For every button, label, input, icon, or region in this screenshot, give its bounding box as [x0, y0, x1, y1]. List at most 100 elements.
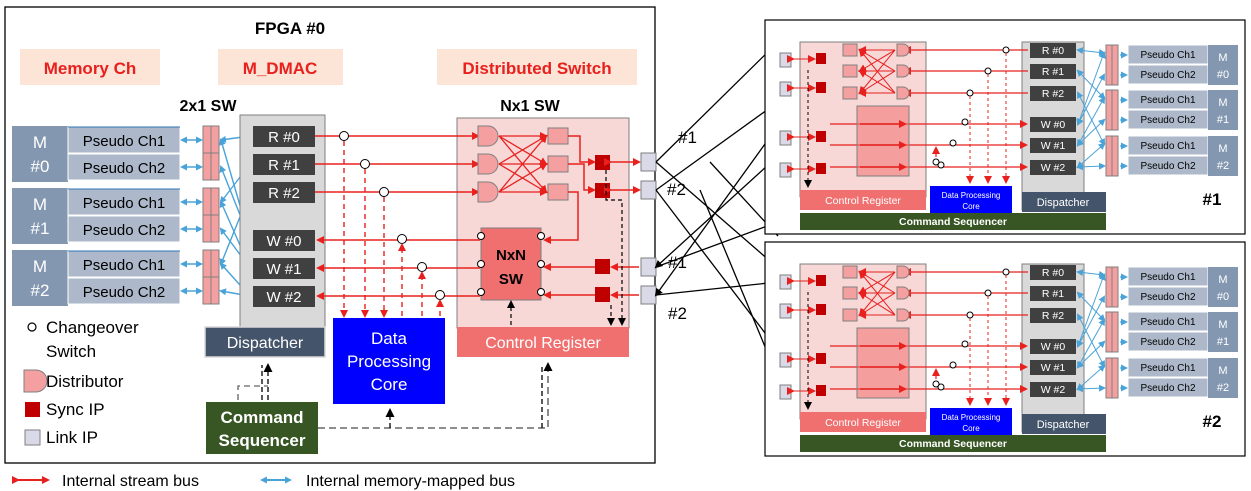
mdmac-header-bg — [218, 49, 343, 85]
distributor — [896, 86, 910, 100]
sw-2x1-label: 2x1 SW — [180, 98, 238, 115]
dispatcher-box — [1022, 192, 1106, 212]
link-ip — [640, 257, 657, 277]
link-ip — [779, 81, 792, 97]
memory-block — [1208, 90, 1238, 130]
link-ip — [779, 52, 792, 68]
dpc-box — [333, 318, 445, 404]
switch-port — [842, 86, 858, 100]
rw-engine-box — [1030, 339, 1076, 354]
rw-engine-box — [253, 154, 315, 175]
switch-cross — [858, 270, 896, 316]
memory-label: M — [33, 133, 47, 152]
command-sequencer-label: Command Sequencer — [899, 438, 1007, 450]
sync-ip — [816, 53, 826, 64]
link-ip — [640, 152, 657, 172]
dispatcher-label: Dispatcher — [1037, 197, 1090, 209]
dpc-label: Data Processing — [942, 413, 1001, 422]
mm-bus-cross — [1077, 318, 1105, 369]
changeover-switch — [984, 67, 992, 75]
switch-port — [547, 183, 569, 201]
memory-label: M — [1218, 52, 1227, 64]
rw-engine-label: W #1 — [266, 261, 301, 278]
nxn-switch — [480, 227, 542, 301]
pseudo-ch1-label: Pseudo Ch1 — [83, 195, 166, 212]
rw-engine-label: R #2 — [1042, 88, 1064, 100]
sync-ip — [816, 304, 826, 315]
inter-board-link — [655, 220, 780, 268]
mux-2x1 — [180, 125, 252, 305]
distributor — [477, 125, 499, 147]
link-ip — [640, 285, 657, 305]
pseudo-ch1-label: Pseudo Ch1 — [1140, 317, 1195, 328]
switch-cross — [498, 134, 548, 193]
pseudo-ch2-label: Pseudo Ch2 — [1140, 383, 1195, 394]
memory-id: #2 — [31, 281, 50, 300]
changeover-switch — [397, 234, 407, 244]
memory-label: M — [1218, 319, 1227, 331]
switch-header-bg — [437, 49, 637, 85]
sw-nx1-label: Nx1 SW — [500, 98, 560, 115]
mm-bus-cross — [1076, 142, 1106, 169]
rw-engine-label: W #2 — [1041, 162, 1066, 174]
switch-port — [842, 43, 858, 57]
changeover-switch — [339, 131, 349, 141]
link-label-out-2: #2 — [667, 180, 686, 199]
pseudo-ch2-label: Pseudo Ch2 — [1140, 292, 1195, 303]
changeover-switch — [949, 139, 957, 147]
inter-board-link — [655, 278, 780, 296]
inter-board-link — [654, 125, 779, 297]
board-id-label: #1 — [1203, 190, 1222, 209]
pseudo-ch2-label: Pseudo Ch2 — [83, 222, 166, 239]
sync-ip — [816, 82, 826, 93]
rw-engine-label: W #0 — [1041, 341, 1066, 353]
command-sequencer-label-1: Command — [220, 408, 303, 427]
link-ip-icon — [24, 429, 41, 446]
memory-label: M — [1218, 274, 1227, 286]
switch-port — [842, 64, 858, 78]
nxn-label-1: NxN — [496, 247, 526, 264]
sync-ip — [595, 287, 610, 302]
fpga0-board: FPGA #0 Memory Ch M_DMAC Distributed Swi… — [4, 6, 697, 464]
rw-engine-label: R #1 — [1042, 66, 1064, 78]
rw-engine-label: R #0 — [268, 129, 300, 146]
command-sequencer-box — [206, 402, 318, 454]
distributor — [896, 308, 910, 322]
control-register-box — [800, 412, 926, 432]
link-ip — [779, 384, 792, 400]
inter-board-link — [655, 189, 780, 352]
memory-id: #1 — [1217, 114, 1229, 126]
control-bus — [605, 170, 626, 326]
changeover-switch — [477, 260, 485, 268]
rw-engine-label: W #1 — [1041, 140, 1066, 152]
memory-id: #0 — [31, 157, 50, 176]
memory-id: #2 — [1217, 382, 1229, 394]
mm-bus-cross — [1076, 364, 1106, 391]
rw-engine-box — [1030, 86, 1076, 101]
legend-mm: Internal memory-mapped bus — [306, 473, 515, 490]
dispatcher-label: Dispatcher — [227, 335, 304, 352]
rw-engine-box — [253, 182, 315, 203]
pseudo-ch1-label: Pseudo Ch1 — [1140, 141, 1195, 152]
changeover-switch — [537, 260, 545, 268]
link-ip — [779, 352, 792, 368]
legend-distributor: Distributor — [46, 372, 124, 391]
rw-engine-box — [1030, 382, 1076, 397]
command-sequencer-box — [800, 213, 1106, 230]
link-ip — [779, 130, 792, 146]
rw-engine-box — [1030, 160, 1076, 175]
inter-board-link — [655, 100, 780, 191]
changeover-switch — [966, 89, 974, 97]
rw-engine-box — [1030, 265, 1076, 280]
nxn-label-2: SW — [499, 271, 524, 288]
legend-stream: Internal stream bus — [62, 473, 199, 490]
memory-label: M — [1218, 143, 1227, 155]
pseudo-ch2-label: Pseudo Ch2 — [1140, 70, 1195, 81]
command-sequencer-label-2: Sequencer — [219, 431, 306, 450]
link-ip — [779, 274, 792, 290]
switch-cross — [858, 69, 896, 94]
rw-engine-label: W #1 — [1041, 362, 1066, 374]
rw-engine-box — [253, 286, 315, 307]
changeover-switch — [360, 159, 370, 169]
rw-engine-box — [1030, 308, 1076, 323]
